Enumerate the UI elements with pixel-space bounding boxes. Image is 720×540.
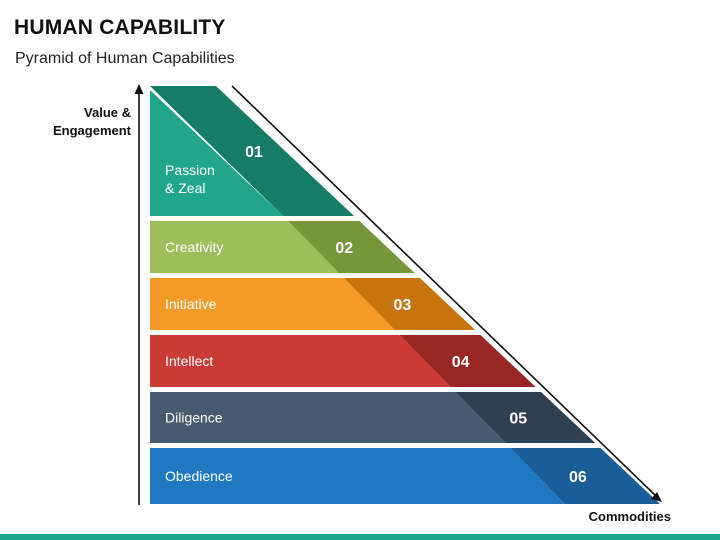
level-01-number: 01 xyxy=(245,144,263,161)
level-04-front-band xyxy=(150,335,451,387)
level-05-front-band xyxy=(150,392,506,443)
level-04-label: Intellect xyxy=(165,353,213,369)
accent-bar xyxy=(0,534,720,540)
level-04-number: 04 xyxy=(452,354,470,371)
level-02-label: Creativity xyxy=(165,239,223,255)
level-01-back-band xyxy=(150,86,355,216)
level-06-label: Obedience xyxy=(165,468,233,484)
level-03-number: 03 xyxy=(394,297,412,314)
level-02-front-band xyxy=(150,221,339,273)
level-03-back-band xyxy=(343,278,476,330)
level-06-front-band xyxy=(150,448,565,504)
level-05-number: 05 xyxy=(509,411,527,428)
level-04-back-band xyxy=(399,335,536,387)
level-06-number: 06 xyxy=(569,469,587,486)
x-axis-label: Commodities xyxy=(588,509,671,524)
level-03-label: Initiative xyxy=(165,296,217,312)
level-03-front-band xyxy=(150,278,395,330)
y-axis-arrow-icon xyxy=(134,84,144,94)
x-axis-line xyxy=(231,85,657,497)
level-02-back-band xyxy=(288,221,415,273)
level-01-front-band xyxy=(150,90,284,216)
level-01-label: Passion& Zeal xyxy=(165,162,215,196)
level-05-back-band xyxy=(455,392,596,443)
level-05-label: Diligence xyxy=(165,410,223,426)
page-subtitle: Pyramid of Human Capabilities xyxy=(15,50,235,67)
y-axis-label: Value &Engagement xyxy=(52,105,131,138)
x-axis-arrow-icon xyxy=(651,492,662,502)
level-02-number: 02 xyxy=(335,240,353,257)
level-06-back-band xyxy=(510,448,660,504)
page-title: HUMAN CAPABILITY xyxy=(14,16,226,39)
